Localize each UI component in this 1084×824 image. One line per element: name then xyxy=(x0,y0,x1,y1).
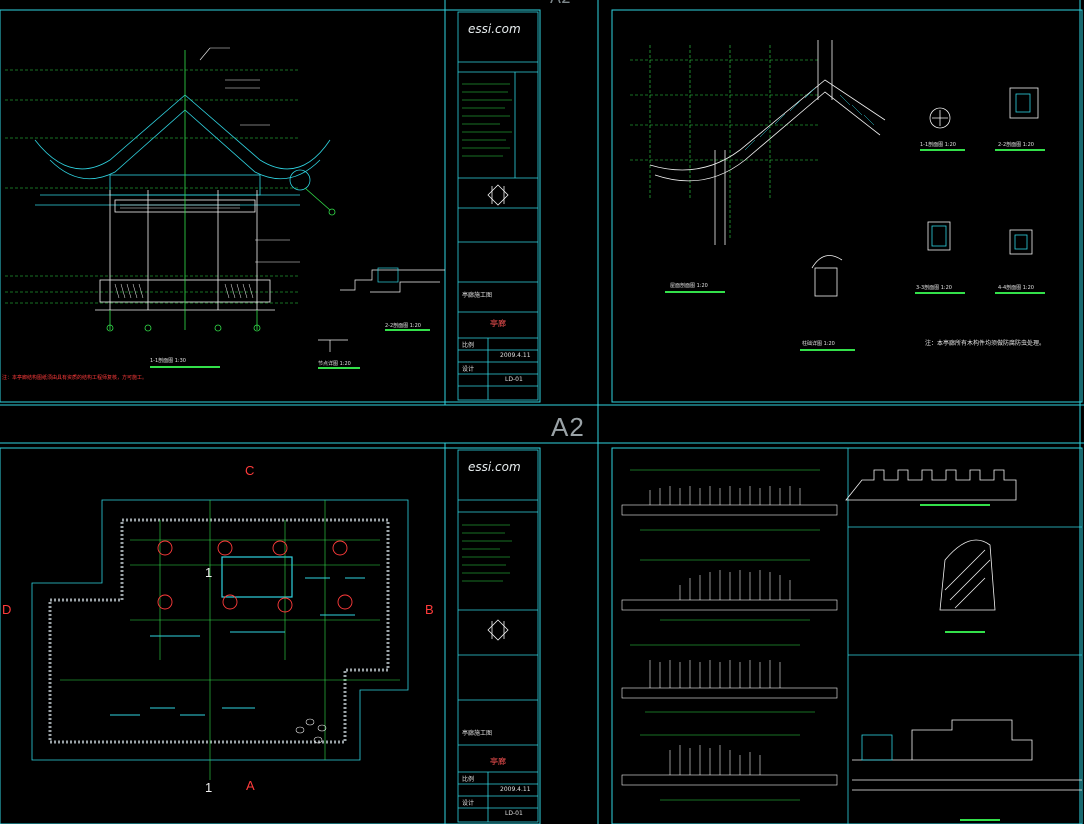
title-block-2-logo: essi.com xyxy=(468,460,521,474)
title-block-1-project: 亭廊 xyxy=(490,319,506,328)
railing-hatch xyxy=(114,204,254,299)
title-block-2-number: LD-01 xyxy=(505,810,523,817)
plan-label-west: D xyxy=(2,602,12,617)
title-block-2-project: 亭廊 xyxy=(490,757,506,766)
caption-d4: 4-4剖面图 1:20 xyxy=(998,285,1034,291)
caption-d2: 2-2剖面图 1:20 xyxy=(998,142,1034,148)
title-block-1-drawing-name: 亭廊施工图 xyxy=(462,292,493,299)
section-mark-top: 1 xyxy=(205,565,213,580)
sheet-frame-bottom-right xyxy=(611,447,1083,824)
title-block-2-drawing-name: 亭廊施工图 xyxy=(462,730,493,737)
caption-d3: 3-3剖面图 1:20 xyxy=(916,285,952,291)
title-block-1-logo: essi.com xyxy=(468,22,521,36)
plan-outline xyxy=(31,499,409,761)
plan-label-north: C xyxy=(245,463,255,478)
title-block-1-scale: 比例 xyxy=(462,342,475,349)
plan-label-east: B xyxy=(425,602,434,617)
caption-d1: 1-1剖面图 1:20 xyxy=(920,142,956,148)
title-block-1-date: 2009.4.11 xyxy=(500,352,531,359)
caption-elevation: 1-1剖面图 1:30 xyxy=(150,358,186,364)
title-block-2-date: 2009.4.11 xyxy=(500,786,531,793)
plan-red-plants xyxy=(157,540,353,613)
sheet-frame-top-left xyxy=(0,9,541,403)
title-block-1-design: 设计 xyxy=(462,366,475,373)
sheet-label: A2 xyxy=(551,412,585,442)
plan-stepping-stones xyxy=(110,577,365,716)
title-block-1 xyxy=(457,11,539,401)
title-block-1-notes xyxy=(462,83,512,157)
roof-section-rafters xyxy=(649,40,886,245)
step-detail xyxy=(318,267,445,369)
detail-note: 注：本亭廊所有木构件均须做防腐防虫处理。 xyxy=(925,340,1046,347)
plan-label-south: A xyxy=(246,778,255,793)
elevation-dimension-lines xyxy=(5,69,300,304)
detail-drawings xyxy=(845,469,1082,791)
top-sheet-label: A2 xyxy=(550,0,571,7)
title-block-2-scale: 比例 xyxy=(462,776,475,783)
title-block-1-number: LD-01 xyxy=(505,376,523,383)
caption-d5: 柱础详图 1:20 xyxy=(802,341,835,347)
title-block-2-design: 设计 xyxy=(462,800,475,807)
elevation-roof xyxy=(34,94,331,206)
leader-lines xyxy=(199,47,300,263)
caption-roof-section: 屋面剖面图 1:20 xyxy=(670,283,708,289)
section-mark-bottom: 1 xyxy=(205,780,213,795)
caption-detail-b: 节点详图 1:20 xyxy=(318,361,351,367)
caption-detail-a: 2-2剖面图 1:20 xyxy=(385,323,421,329)
small-sections xyxy=(811,87,1039,297)
sheet-frame-top-right xyxy=(611,9,1083,403)
fence-elevations xyxy=(621,486,838,786)
sheet-frame-bottom-left xyxy=(0,447,541,824)
elevation-red-note: 注：本亭廊结构图纸须由具有资质的结构工程师复核，方可施工。 xyxy=(2,375,148,381)
title-block-2 xyxy=(457,449,539,823)
